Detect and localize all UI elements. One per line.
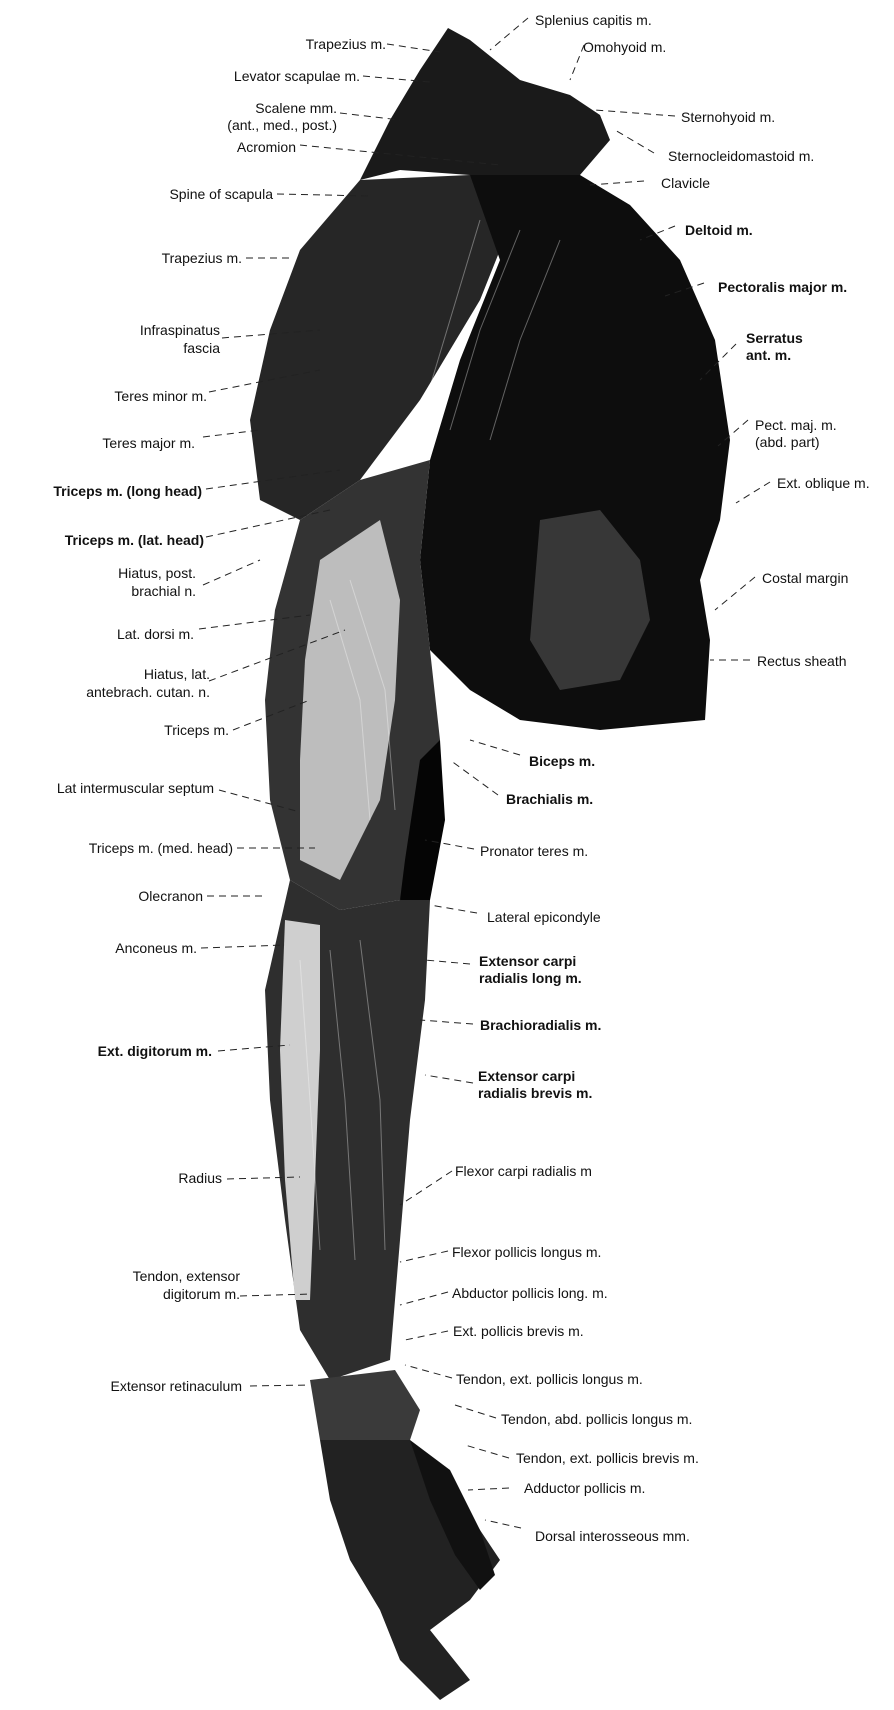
label-tendon-ext-pollicis-brevis: Tendon, ext. pollicis brevis m. <box>516 1450 699 1466</box>
label-serratus-1: Serratus <box>746 330 803 346</box>
label-abductor-pollicis-long: Abductor pollicis long. m. <box>452 1285 608 1301</box>
label-triceps-lat-head: Triceps m. (lat. head) <box>65 532 204 548</box>
label-ecrb-1: Extensor carpi <box>478 1068 575 1084</box>
label-hiatus-post-1: Hiatus, post. <box>118 565 196 581</box>
label-acromion: Acromion <box>237 139 296 155</box>
label-ecrl-2: radialis long m. <box>479 970 582 986</box>
label-tendon-ext-dig-1: Tendon, extensor <box>133 1268 241 1284</box>
label-splenius-capitis: Splenius capitis m. <box>535 12 652 28</box>
label-sternocleidomastoid: Sternocleidomastoid m. <box>668 148 814 164</box>
label-clavicle: Clavicle <box>661 175 710 191</box>
label-pectoralis-major: Pectoralis major m. <box>718 279 847 295</box>
label-pect-maj-abd-2: (abd. part) <box>755 434 820 450</box>
label-ecrl-1: Extensor carpi <box>479 953 576 969</box>
label-tendon-ext-dig-2: digitorum m. <box>163 1286 240 1302</box>
label-trapezius-mid: Trapezius m. <box>162 250 242 266</box>
label-deltoid: Deltoid m. <box>685 222 753 238</box>
label-serratus-2: ant. m. <box>746 347 791 363</box>
label-hiatus-lat-2: antebrach. cutan. n. <box>86 684 210 700</box>
label-lat-intermuscular-septum: Lat intermuscular septum <box>57 780 214 796</box>
label-scalene-2: (ant., med., post.) <box>227 117 337 133</box>
label-pronator-teres: Pronator teres m. <box>480 843 588 859</box>
label-tendon-ext-pollicis-longus: Tendon, ext. pollicis longus m. <box>456 1371 643 1387</box>
label-spine-of-scapula: Spine of scapula <box>169 186 273 202</box>
label-teres-minor: Teres minor m. <box>114 388 207 404</box>
label-ext-oblique: Ext. oblique m. <box>777 475 870 491</box>
neck-region <box>360 28 610 185</box>
label-levator-scapulae: Levator scapulae m. <box>234 68 360 84</box>
label-hiatus-post-2: brachial n. <box>131 583 196 599</box>
label-rectus-sheath: Rectus sheath <box>757 653 847 669</box>
label-brachialis: Brachialis m. <box>506 791 593 807</box>
label-olecranon: Olecranon <box>138 888 203 904</box>
label-triceps-long-head: Triceps m. (long head) <box>53 483 202 499</box>
label-radius: Radius <box>178 1170 222 1186</box>
label-ext-digitorum: Ext. digitorum m. <box>98 1043 212 1059</box>
label-omohyoid: Omohyoid m. <box>583 39 666 55</box>
label-triceps-med-head: Triceps m. (med. head) <box>89 840 233 856</box>
label-lat-dorsi: Lat. dorsi m. <box>117 626 194 642</box>
label-triceps: Triceps m. <box>164 722 229 738</box>
wrist <box>310 1370 420 1440</box>
label-trapezius-top: Trapezius m. <box>306 36 386 52</box>
label-infraspinatus-2: fascia <box>183 340 220 356</box>
label-brachioradialis: Brachioradialis m. <box>480 1017 601 1033</box>
label-ext-pollicis-brevis: Ext. pollicis brevis m. <box>453 1323 584 1339</box>
label-hiatus-lat-1: Hiatus, lat. <box>144 666 210 682</box>
label-tendon-abd-pollicis-longus: Tendon, abd. pollicis longus m. <box>501 1411 692 1427</box>
label-adductor-pollicis: Adductor pollicis m. <box>524 1480 645 1496</box>
label-pect-maj-abd-1: Pect. maj. m. <box>755 417 837 433</box>
label-extensor-retinaculum: Extensor retinaculum <box>110 1378 242 1394</box>
label-dorsal-interosseous: Dorsal interosseous mm. <box>535 1528 690 1544</box>
label-lateral-epicondyle: Lateral epicondyle <box>487 909 601 925</box>
label-flexor-carpi-radialis: Flexor carpi radialis m <box>455 1163 592 1179</box>
label-scalene-1: Scalene mm. <box>255 100 337 116</box>
label-infraspinatus-1: Infraspinatus <box>140 322 220 338</box>
label-sternohyoid: Sternohyoid m. <box>681 109 775 125</box>
label-ecrb-2: radialis brevis m. <box>478 1085 592 1101</box>
label-flexor-pollicis-longus: Flexor pollicis longus m. <box>452 1244 601 1260</box>
label-costal-margin: Costal margin <box>762 570 848 586</box>
label-teres-major: Teres major m. <box>102 435 195 451</box>
label-anconeus: Anconeus m. <box>115 940 197 956</box>
label-biceps: Biceps m. <box>529 753 595 769</box>
